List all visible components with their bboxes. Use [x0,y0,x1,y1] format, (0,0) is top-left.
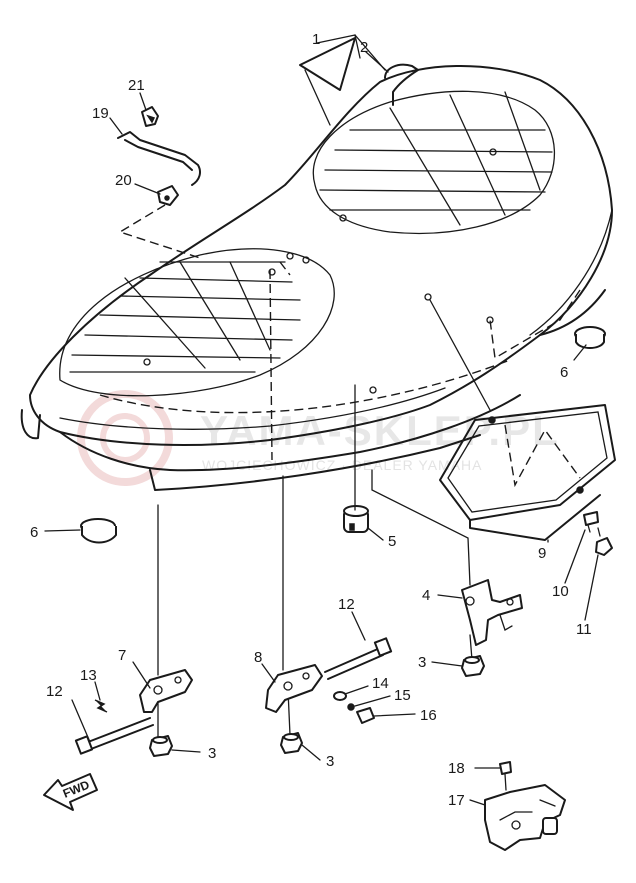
cable-clip-21 [141,106,159,127]
seat-strap [384,63,419,106]
callout-3-c: 3 [418,654,426,671]
callout-17: 17 [448,792,465,809]
seat-hinge-4 [461,579,523,646]
spring-13 [94,699,108,713]
callout-18: 18 [448,760,465,777]
nut-15 [347,703,355,711]
callout-3-b: 3 [326,753,334,770]
grommet-6-right [574,326,606,349]
seat-stitching [69,91,553,373]
damper-5 [343,505,369,533]
bolt-16 [356,707,375,724]
callout-16: 16 [420,707,437,724]
callout-7: 7 [118,647,126,664]
callout-3-a: 3 [208,745,216,762]
bracket-8 [265,664,323,713]
callout-13: 13 [80,667,97,684]
watermark: YAMA-SKLEP.PL WOJCIECHOWICZ · DEALER YAM… [77,390,560,486]
leader-lines [44,34,599,806]
screw-11 [595,527,613,556]
callout-6-left: 6 [30,524,38,541]
nut-3-c [280,732,303,754]
callout-21: 21 [128,77,145,94]
screw-18 [499,761,512,791]
callout-9: 9 [538,545,546,562]
seat-assembly [20,64,613,491]
callout-11: 11 [576,621,592,638]
callout-5: 5 [388,533,396,550]
nut-3-b [149,735,173,757]
callout-15: 15 [394,687,411,704]
seat-lock-cable [117,131,201,186]
nut-3-a [461,655,485,677]
watermark-subtitle: WOJCIECHOWICZ · DEALER YAMAHA [202,457,483,473]
callout-19: 19 [92,105,109,122]
bracket-7 [139,669,193,713]
tool-tray [439,404,616,541]
callout-10: 10 [552,583,569,600]
forward-direction-arrow: FWD [43,773,98,811]
cable-clip-20 [157,185,179,206]
callout-6-right: 6 [560,364,568,381]
watermark-brand: YAMA-SKLEP.PL [200,407,560,454]
screw-10 [583,511,599,533]
callout-4: 4 [422,587,430,604]
part-callouts: 1 2 3 3 3 5 4 6 6 7 8 9 10 11 12 12 13 1… [30,31,592,809]
callout-1: 1 [312,31,320,48]
washer-14 [333,691,347,701]
seat-lock-17 [484,784,566,851]
callout-12-right: 12 [338,596,355,613]
callout-12-left: 12 [46,683,63,700]
callout-20: 20 [115,172,132,189]
grommet-6-left [80,518,117,544]
callout-8: 8 [254,649,262,666]
callout-2: 2 [360,39,368,56]
callout-14: 14 [372,675,389,692]
bolt-12-right [324,637,393,680]
bolt-12-left [74,717,154,755]
